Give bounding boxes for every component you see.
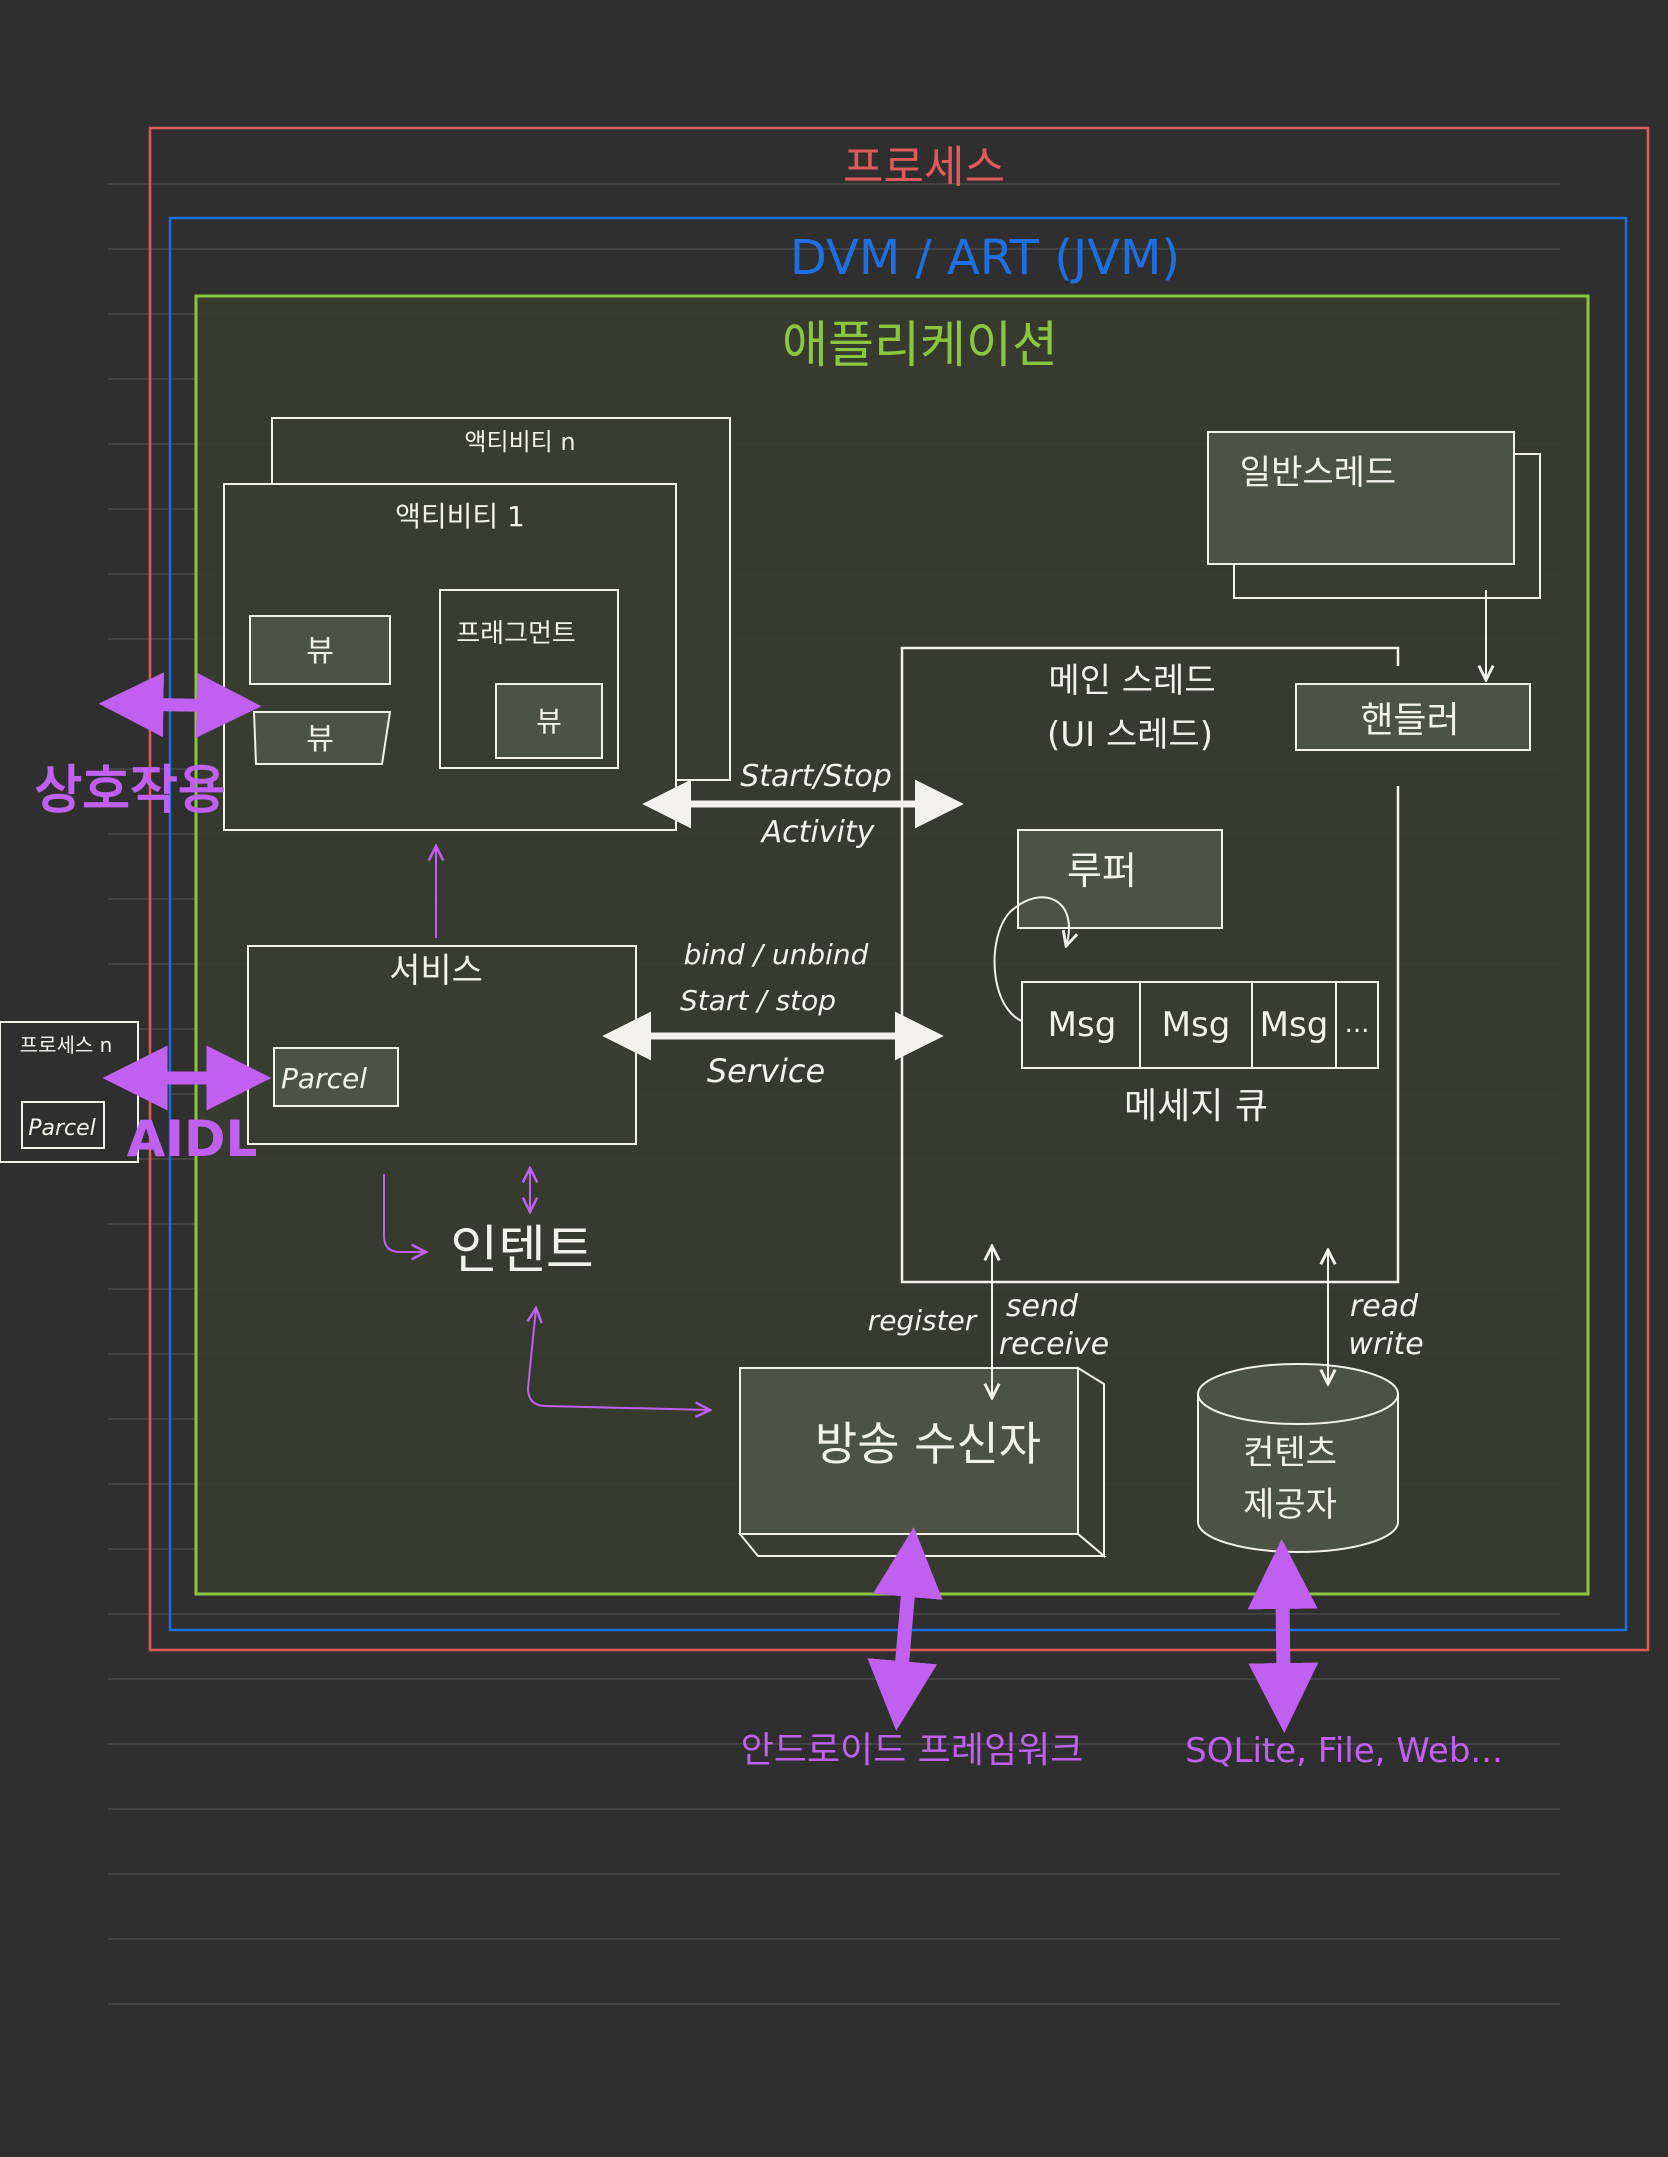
read-label: read xyxy=(1350,1289,1419,1324)
content-provider-label-1: 컨텐츠 xyxy=(1243,1433,1337,1473)
msg-2: Msg xyxy=(1162,1005,1231,1045)
fragment-view-box xyxy=(495,683,603,759)
broadcast-receiver-side xyxy=(1077,1366,1105,1559)
worker-thread-box xyxy=(1207,431,1515,565)
content-provider-label-2: 제공자 xyxy=(1243,1485,1337,1525)
start-stop-activity-label-1: Start/Stop xyxy=(740,759,892,794)
view-box-1 xyxy=(249,615,391,685)
activity-1-label: 액티비티 1 xyxy=(395,500,525,533)
worker-thread-label: 일반스레드 xyxy=(1240,453,1396,493)
application-label: 애플리케이션 xyxy=(782,316,1058,374)
framework-arrow xyxy=(867,1527,943,1731)
view-label-2: 뷰 xyxy=(306,722,334,757)
main-thread-box xyxy=(900,646,1400,1284)
process-n-parcel-box xyxy=(21,1101,105,1149)
intent-label: 인텐트 xyxy=(450,1221,594,1281)
vm-label: DVM / ART (JVM) xyxy=(790,230,1180,286)
fragment-view-label: 뷰 xyxy=(536,705,562,738)
register-label: register xyxy=(868,1304,978,1337)
service-box xyxy=(247,945,637,1145)
storage-label: SQLite, File, Web... xyxy=(1185,1731,1503,1771)
content-provider-top xyxy=(1197,1363,1399,1425)
handler-label: 핸들러 xyxy=(1360,700,1459,741)
receive-label: receive xyxy=(999,1327,1109,1362)
main-thread-label-2: (UI 스레드) xyxy=(1047,715,1213,755)
android-framework-label: 안드로이드 프레임워크 xyxy=(741,1730,1084,1771)
looper-label: 루퍼 xyxy=(1067,849,1137,893)
view-label-1: 뷰 xyxy=(306,634,334,669)
service-to-intent-arrow xyxy=(383,1174,426,1252)
msg-3: Msg xyxy=(1260,1005,1329,1045)
msg-1: Msg xyxy=(1048,1005,1117,1045)
message-queue-box xyxy=(1021,981,1379,1069)
service-arrow-label-1: bind / unbind xyxy=(684,938,869,971)
broadcast-receiver-label: 방송 수신자 xyxy=(815,1417,1041,1471)
parcel-box xyxy=(273,1047,399,1107)
intent-receiver-arrow xyxy=(528,1308,710,1410)
looper-box xyxy=(1017,829,1223,929)
activity-n-label: 액티비티 n xyxy=(464,428,575,456)
service-arrow-label-3: Service xyxy=(707,1052,825,1090)
broadcast-receiver-box xyxy=(739,1367,1079,1535)
storage-arrow xyxy=(1247,1539,1319,1733)
message-queue-label: 메세지 큐 xyxy=(1124,1086,1268,1127)
process-label: 프로세스 xyxy=(843,142,1005,193)
aidl-label: AIDL xyxy=(127,1110,258,1168)
service-label: 서비스 xyxy=(389,951,483,991)
view-box-2 xyxy=(252,711,392,765)
interaction-label: 상호작용 xyxy=(34,761,225,821)
process-n-label: 프로세스 n xyxy=(20,1033,113,1057)
handler-box xyxy=(1295,683,1531,751)
send-label: send xyxy=(1006,1289,1079,1324)
broadcast-receiver-bottom xyxy=(737,1533,1107,1557)
process-n-parcel-label: Parcel xyxy=(28,1116,96,1141)
interaction-arrow xyxy=(98,672,262,738)
msg-more: ... xyxy=(1345,1009,1370,1039)
looper-cycle-arrow xyxy=(993,896,1069,1025)
write-label: write xyxy=(1348,1327,1423,1362)
start-stop-activity-label-2: Activity xyxy=(760,815,876,850)
fragment-label: 프래그먼트 xyxy=(456,619,576,649)
service-arrow-label-2: Start / stop xyxy=(680,984,836,1017)
parcel-label: Parcel xyxy=(281,1062,367,1095)
main-thread-label-1: 메인 스레드 xyxy=(1048,661,1215,701)
